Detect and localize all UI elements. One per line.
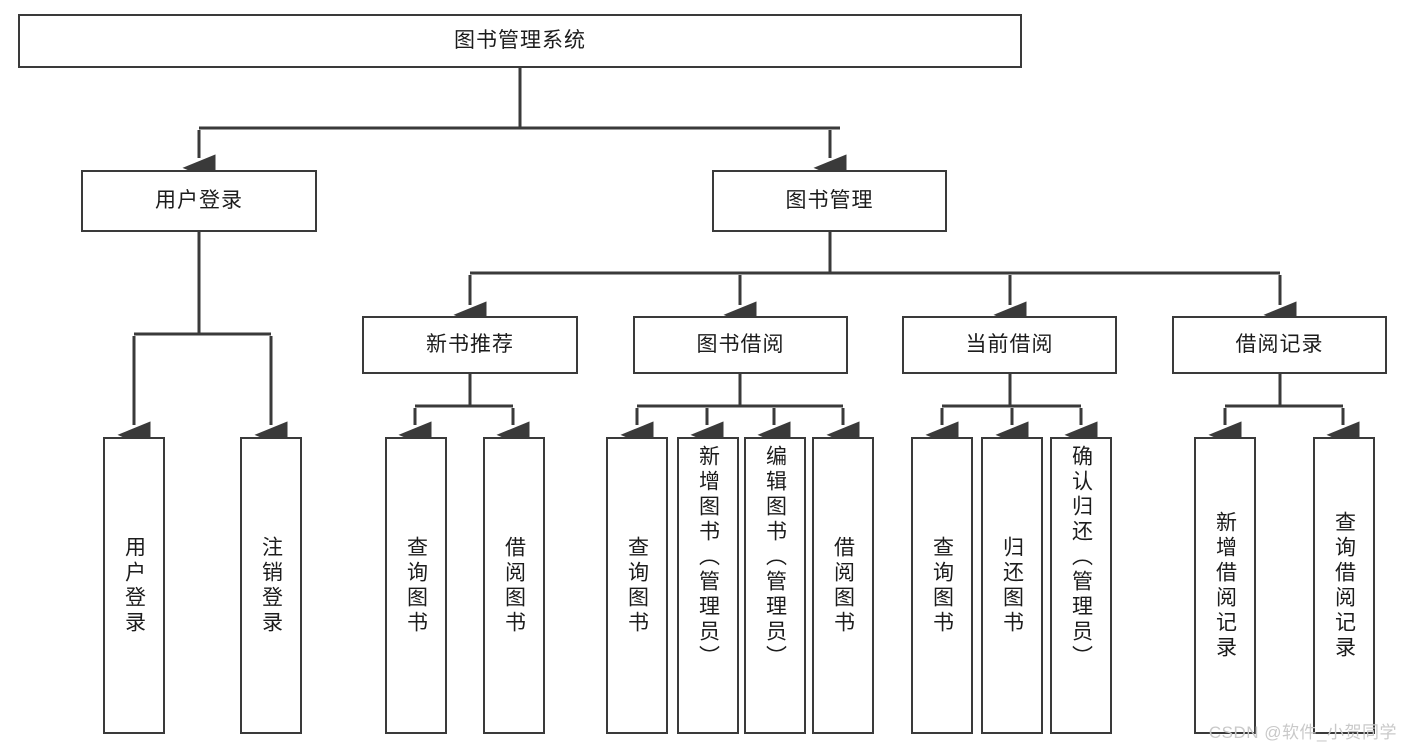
node-user-login-label: 用户登录 <box>155 189 243 213</box>
node-root-label: 图书管理系统 <box>454 29 586 53</box>
leaf-return-book[interactable]: 归还图书 <box>981 437 1043 734</box>
node-user-login[interactable]: 用户登录 <box>81 170 317 232</box>
leaf-edit-book-label: 编辑图书（管理员） <box>763 445 787 670</box>
node-book-borrow[interactable]: 图书借阅 <box>633 316 848 374</box>
node-borrow-record-label: 借阅记录 <box>1235 333 1324 357</box>
node-new-book-recommend[interactable]: 新书推荐 <box>362 316 578 374</box>
node-root[interactable]: 图书管理系统 <box>18 14 1022 68</box>
leaf-query-book-3-label: 查询图书 <box>930 535 954 636</box>
leaf-query-book-2[interactable]: 查询图书 <box>606 437 668 734</box>
leaf-return-book-label: 归还图书 <box>1000 535 1024 636</box>
leaf-logout-label: 注销登录 <box>259 535 283 636</box>
leaf-query-book-3[interactable]: 查询图书 <box>911 437 973 734</box>
node-current-borrow[interactable]: 当前借阅 <box>902 316 1117 374</box>
leaf-query-book-1-label: 查询图书 <box>404 535 428 636</box>
leaf-add-book-label: 新增图书（管理员） <box>696 445 720 670</box>
node-new-book-recommend-label: 新书推荐 <box>426 333 514 357</box>
node-borrow-record[interactable]: 借阅记录 <box>1172 316 1387 374</box>
leaf-add-record-label: 新增借阅记录 <box>1213 510 1237 661</box>
leaf-confirm-return[interactable]: 确认归还（管理员） <box>1050 437 1112 734</box>
leaf-edit-book[interactable]: 编辑图书（管理员） <box>744 437 806 734</box>
leaf-user-login-label: 用户登录 <box>122 535 146 636</box>
leaf-borrow-book-1[interactable]: 借阅图书 <box>483 437 545 734</box>
leaf-borrow-book-2[interactable]: 借阅图书 <box>812 437 874 734</box>
leaf-add-record[interactable]: 新增借阅记录 <box>1194 437 1256 734</box>
leaf-query-book-2-label: 查询图书 <box>625 535 649 636</box>
leaf-query-record-label: 查询借阅记录 <box>1332 510 1356 661</box>
leaf-logout[interactable]: 注销登录 <box>240 437 302 734</box>
leaf-user-login[interactable]: 用户登录 <box>103 437 165 734</box>
leaf-query-book-1[interactable]: 查询图书 <box>385 437 447 734</box>
node-book-manage[interactable]: 图书管理 <box>712 170 947 232</box>
leaf-borrow-book-1-label: 借阅图书 <box>502 535 526 636</box>
leaf-borrow-book-2-label: 借阅图书 <box>831 535 855 636</box>
node-book-borrow-label: 图书借阅 <box>696 333 785 357</box>
node-current-borrow-label: 当前借阅 <box>965 333 1054 357</box>
leaf-confirm-return-label: 确认归还（管理员） <box>1069 445 1093 670</box>
leaf-add-book[interactable]: 新增图书（管理员） <box>677 437 739 734</box>
leaf-query-record[interactable]: 查询借阅记录 <box>1313 437 1375 734</box>
node-book-manage-label: 图书管理 <box>785 189 874 213</box>
